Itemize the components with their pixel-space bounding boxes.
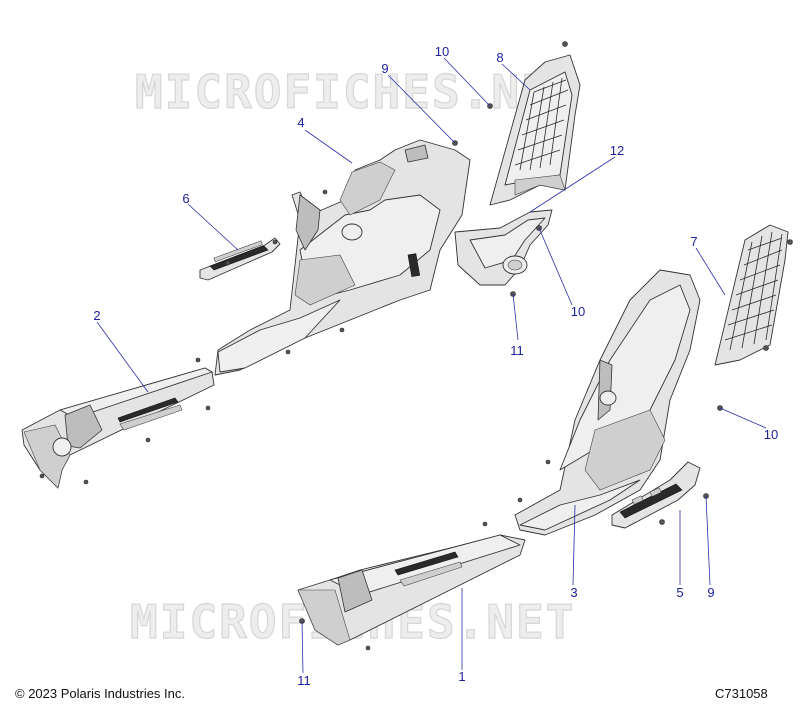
figure-id: C731058: [715, 686, 768, 701]
part-2-left-rocker: [21, 367, 215, 489]
part-7-right-mesh-panel: [714, 224, 789, 366]
part-6-left-footrest: [199, 237, 281, 281]
copyright-text: © 2023 Polaris Industries Inc.: [15, 686, 185, 701]
part-5-right-footrest: [611, 461, 701, 529]
callout-10-middle: 10: [571, 304, 585, 319]
callout-1: 1: [458, 669, 465, 684]
callout-8: 8: [496, 50, 503, 65]
callout-12: 12: [610, 143, 624, 158]
part-3-right-side-panel: [514, 269, 701, 536]
leader-lines: [96, 57, 767, 674]
callout-2: 2: [93, 308, 100, 323]
part-4-left-side-panel: [214, 139, 471, 376]
callout-3: 3: [570, 585, 577, 600]
callout-7: 7: [690, 234, 697, 249]
callout-10-top: 10: [435, 44, 449, 59]
watermark-top: MICROFICHES.NET: [135, 65, 580, 119]
callout-labels: 2 6 4 9 10 8 12 10 11 7 10 3 5 9 1 11: [93, 44, 778, 688]
callout-5: 5: [676, 585, 683, 600]
callout-6: 6: [182, 191, 189, 206]
callout-10-right: 10: [764, 427, 778, 442]
callout-4: 4: [297, 115, 304, 130]
part-1-right-rocker: [297, 534, 526, 646]
callout-11-bottom: 11: [297, 673, 311, 688]
part-12-bracket: [454, 209, 553, 286]
callout-9-top: 9: [381, 61, 388, 76]
callout-9-right: 9: [707, 585, 714, 600]
callout-11-top: 11: [510, 343, 524, 358]
